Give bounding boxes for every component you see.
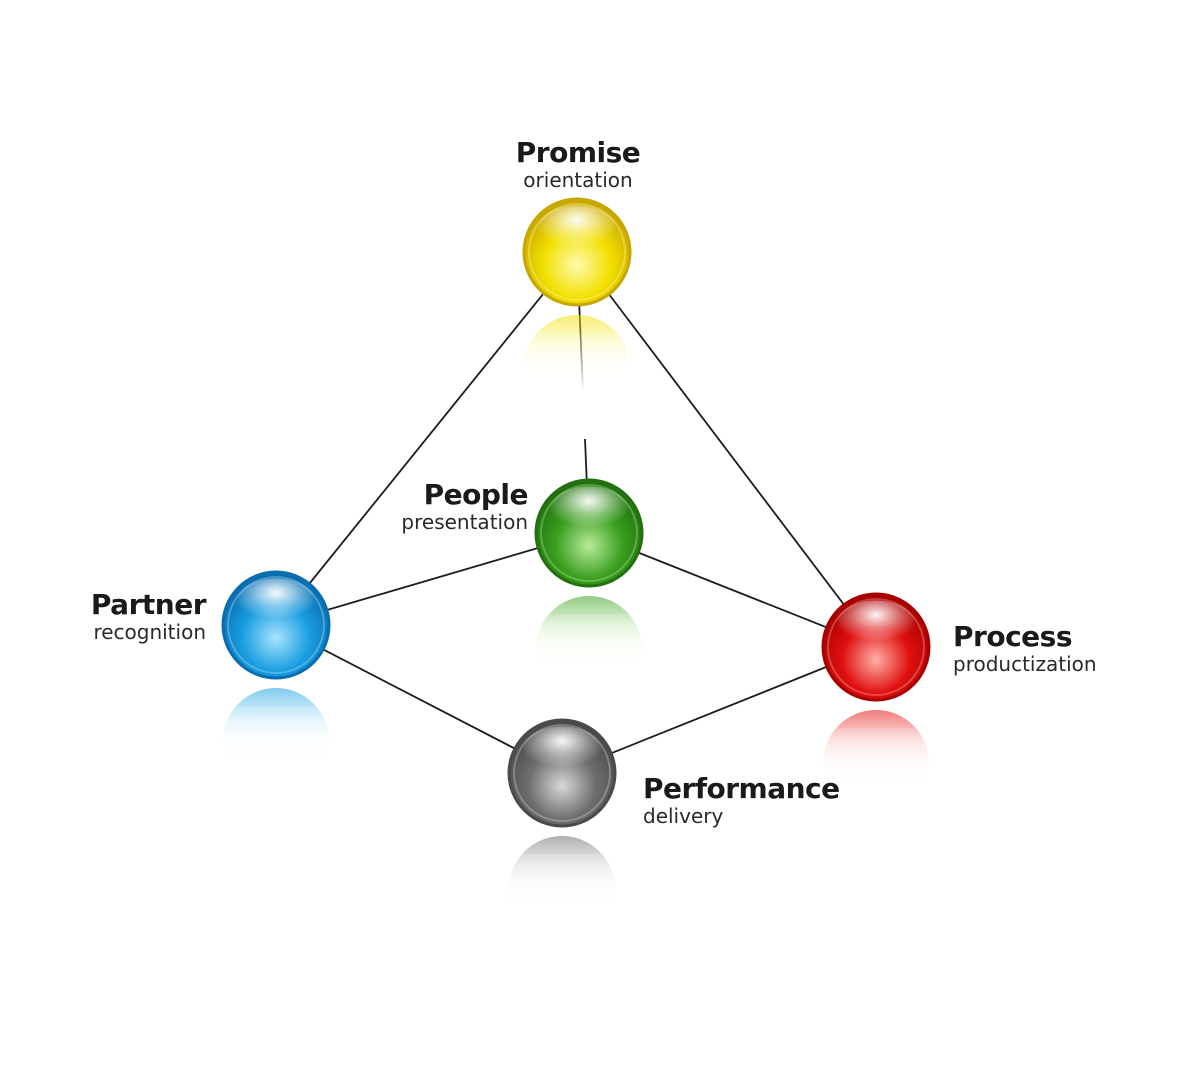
sphere-highlight-process [836,600,916,650]
node-subtitle-people: presentation [401,510,528,534]
label-people: People presentation [348,478,529,534]
sphere-nodes [221,197,931,828]
reflection-fade-process [821,728,931,834]
node-title-performance: Performance [643,772,840,805]
sphere-rim-people [540,484,638,582]
sphere-node-people [534,478,644,588]
reflection-fade-promise [522,333,632,439]
sphere-node-process [821,592,931,702]
node-title-process: Process [953,620,1073,653]
node-subtitle-promise: orientation [523,168,633,192]
edge-promise-partner [275,251,578,626]
node-title-people: People [423,478,529,511]
sphere-rim-performance [513,724,611,822]
node-subtitle-partner: recognition [93,620,206,644]
sphere-node-performance [507,718,617,828]
sphere-node-partner [221,570,331,680]
sphere-rim-process [827,598,925,696]
reflection-fade-performance [507,854,617,960]
node-title-partner: Partner [90,588,207,621]
sphere-highlight-people [549,486,629,536]
sphere-rim-promise [528,203,626,301]
sphere-highlight-performance [522,726,602,776]
label-partner: Partner recognition [36,588,207,644]
reflection-fade-partner [221,706,331,812]
node-subtitle-performance: delivery [643,804,724,828]
label-promise: Promise orientation [478,136,678,192]
sphere-highlight-partner [236,578,316,628]
node-title-promise: Promise [515,136,641,169]
label-process: Process productization [953,620,1173,676]
sphere-rim-partner [227,576,325,674]
sphere-node-promise [522,197,632,307]
label-performance: Performance delivery [643,772,903,828]
node-subtitle-process: productization [953,652,1097,676]
reflection-fade-people [534,614,644,720]
edge-performance-process [561,646,877,774]
sphere-highlight-promise [537,205,617,255]
edge-promise-process [576,251,877,648]
sphere-reflections [221,315,931,960]
